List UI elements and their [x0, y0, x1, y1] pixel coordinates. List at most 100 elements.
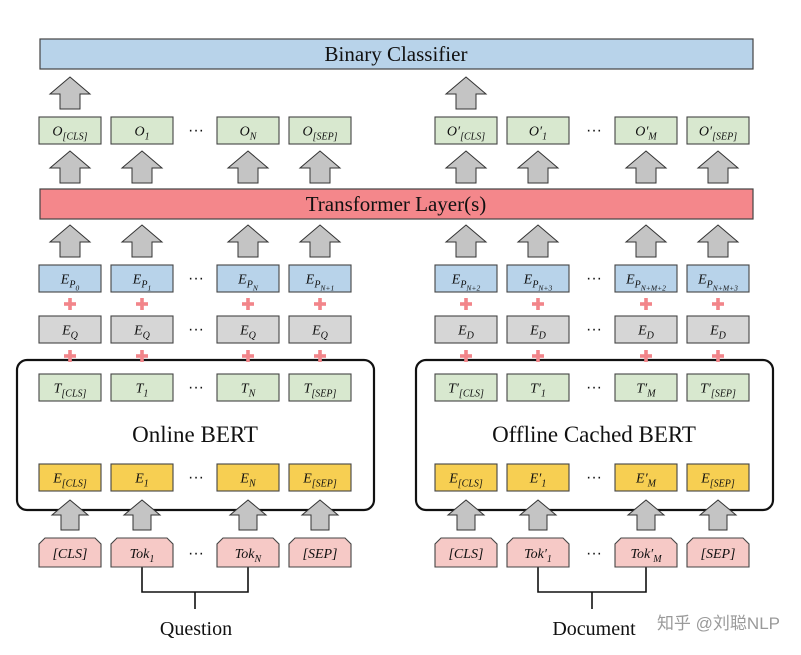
right-transformer-arrow-2: [516, 224, 560, 258]
question-label: Question: [160, 618, 232, 640]
offline-cached-bert-frame: [414, 358, 775, 512]
right-position-embedding-4-label: EPN+M+3: [697, 273, 738, 293]
left-hidden-state-3: [216, 373, 280, 402]
left-output-4-label: O[SEP]: [302, 125, 337, 143]
right-plus-lower-1: [460, 350, 472, 362]
left-output-ellipsis: ···: [188, 122, 204, 139]
right-position-embedding-ellipsis: ···: [586, 270, 602, 287]
right-hidden-state-1: [434, 373, 498, 402]
right-token-embedding-2-label: E′1: [529, 472, 547, 490]
left-input-token-1-label: [CLS]: [52, 547, 87, 562]
online-bert-frame: [15, 358, 376, 512]
left-input-token-3-label: TokN: [235, 547, 263, 565]
left-input-token-1: [38, 537, 102, 568]
transformer-layer-bar: [39, 188, 754, 220]
left-output-arrow-1: [48, 150, 92, 184]
right-segment-embedding-2-label: ED: [529, 324, 547, 342]
left-token-embedding-3: [216, 463, 280, 492]
right-token-arrow-3: [626, 499, 666, 531]
left-segment-embedding-4-label: EQ: [311, 324, 329, 342]
left-token-embedding-1: [38, 463, 102, 492]
right-plus-upper-2: [532, 298, 544, 310]
right-output-arrow-3: [624, 150, 668, 184]
right-plus-upper-1: [460, 298, 472, 310]
right-output-4: [686, 116, 750, 145]
right-segment-embedding-3-label: ED: [637, 324, 655, 342]
right-output-arrow-2: [516, 150, 560, 184]
right-segment-embedding-3: [614, 315, 678, 344]
binary-classifier-label: Binary Classifier: [325, 42, 468, 66]
left-output-2-label: O1: [134, 125, 149, 143]
right-plus-upper-3: [640, 298, 652, 310]
right-hidden-state-3: [614, 373, 678, 402]
left-output-arrow-4: [298, 150, 342, 184]
right-token-embedding-3: [614, 463, 678, 492]
left-token-embedding-2-label: E1: [134, 472, 149, 490]
right-input-token-4-label: [SEP]: [701, 547, 736, 562]
left-hidden-state-1: [38, 373, 102, 402]
right-input-token-ellipsis: ···: [586, 545, 602, 562]
left-plus-upper-2: [136, 298, 148, 310]
left-hidden-state-2-label: T1: [136, 382, 149, 400]
left-plus-lower-4: [314, 350, 326, 362]
left-output-arrow-3: [226, 150, 270, 184]
right-plus-upper-4: [712, 298, 724, 310]
left-hidden-state-1-label: T[CLS]: [54, 382, 87, 400]
right-input-token-4: [686, 537, 750, 568]
right-position-embedding-1-label: EPN+2: [451, 273, 481, 293]
right-position-embedding-1: [434, 264, 498, 293]
left-input-token-2: [110, 537, 174, 568]
right-output-3: [614, 116, 678, 145]
right-transformer-arrow-1: [444, 224, 488, 258]
right-segment-embedding-4: [686, 315, 750, 344]
right-token-embedding-4: [686, 463, 750, 492]
right-bracket-connector: [537, 567, 647, 593]
right-transformer-arrow-3: [624, 224, 668, 258]
right-hidden-state-1-label: T′[CLS]: [448, 382, 484, 400]
right-output-3-label: O′M: [635, 125, 657, 143]
left-output-3: [216, 116, 280, 145]
left-plus-lower-3: [242, 350, 254, 362]
left-input-token-4: [288, 537, 352, 568]
left-transformer-arrow-2: [120, 224, 164, 258]
left-segment-embedding-2-label: EQ: [133, 324, 151, 342]
left-input-token-3: [216, 537, 280, 568]
right-segment-embedding-4-label: ED: [709, 324, 727, 342]
left-plus-lower-2: [136, 350, 148, 362]
left-position-embedding-2-label: EP1: [132, 273, 151, 293]
right-token-arrow-2: [518, 499, 558, 531]
left-output-1-label: O[CLS]: [52, 125, 87, 143]
right-hidden-state-ellipsis: ···: [586, 379, 602, 396]
left-hidden-state-ellipsis: ···: [188, 379, 204, 396]
left-token-arrow-2: [122, 499, 162, 531]
left-position-embedding-2: [110, 264, 174, 293]
left-position-embedding-4: [288, 264, 352, 293]
right-input-token-1-label: [CLS]: [448, 547, 483, 562]
left-position-embedding-4-label: EPN+1: [305, 273, 335, 293]
watermark-text: 知乎 @刘聪NLP: [657, 614, 780, 633]
left-output-1: [38, 116, 102, 145]
left-token-embedding-1-label: E[CLS]: [52, 472, 87, 490]
left-output-4: [288, 116, 352, 145]
left-bracket-connector: [141, 567, 249, 593]
right-output-4-label: O′[SEP]: [699, 125, 737, 143]
left-position-embedding-3-label: EPN: [237, 273, 259, 293]
right-token-arrow-4: [698, 499, 738, 531]
right-token-embedding-4-label: E[SEP]: [700, 472, 735, 490]
left-position-embedding-3: [216, 264, 280, 293]
right-classifier-arrow: [444, 76, 488, 110]
right-position-embedding-3: [614, 264, 678, 293]
left-segment-embedding-1: [38, 315, 102, 344]
left-token-embedding-4-label: E[SEP]: [302, 472, 337, 490]
right-token-embedding-1: [434, 463, 498, 492]
right-input-token-3: [614, 537, 678, 568]
left-classifier-arrow: [48, 76, 92, 110]
right-position-embedding-2: [506, 264, 570, 293]
right-position-embedding-2-label: EPN+3: [523, 273, 553, 293]
left-position-embedding-ellipsis: ···: [188, 270, 204, 287]
left-hidden-state-2: [110, 373, 174, 402]
right-position-embedding-4: [686, 264, 750, 293]
left-input-token-4-label: [SEP]: [303, 547, 338, 562]
